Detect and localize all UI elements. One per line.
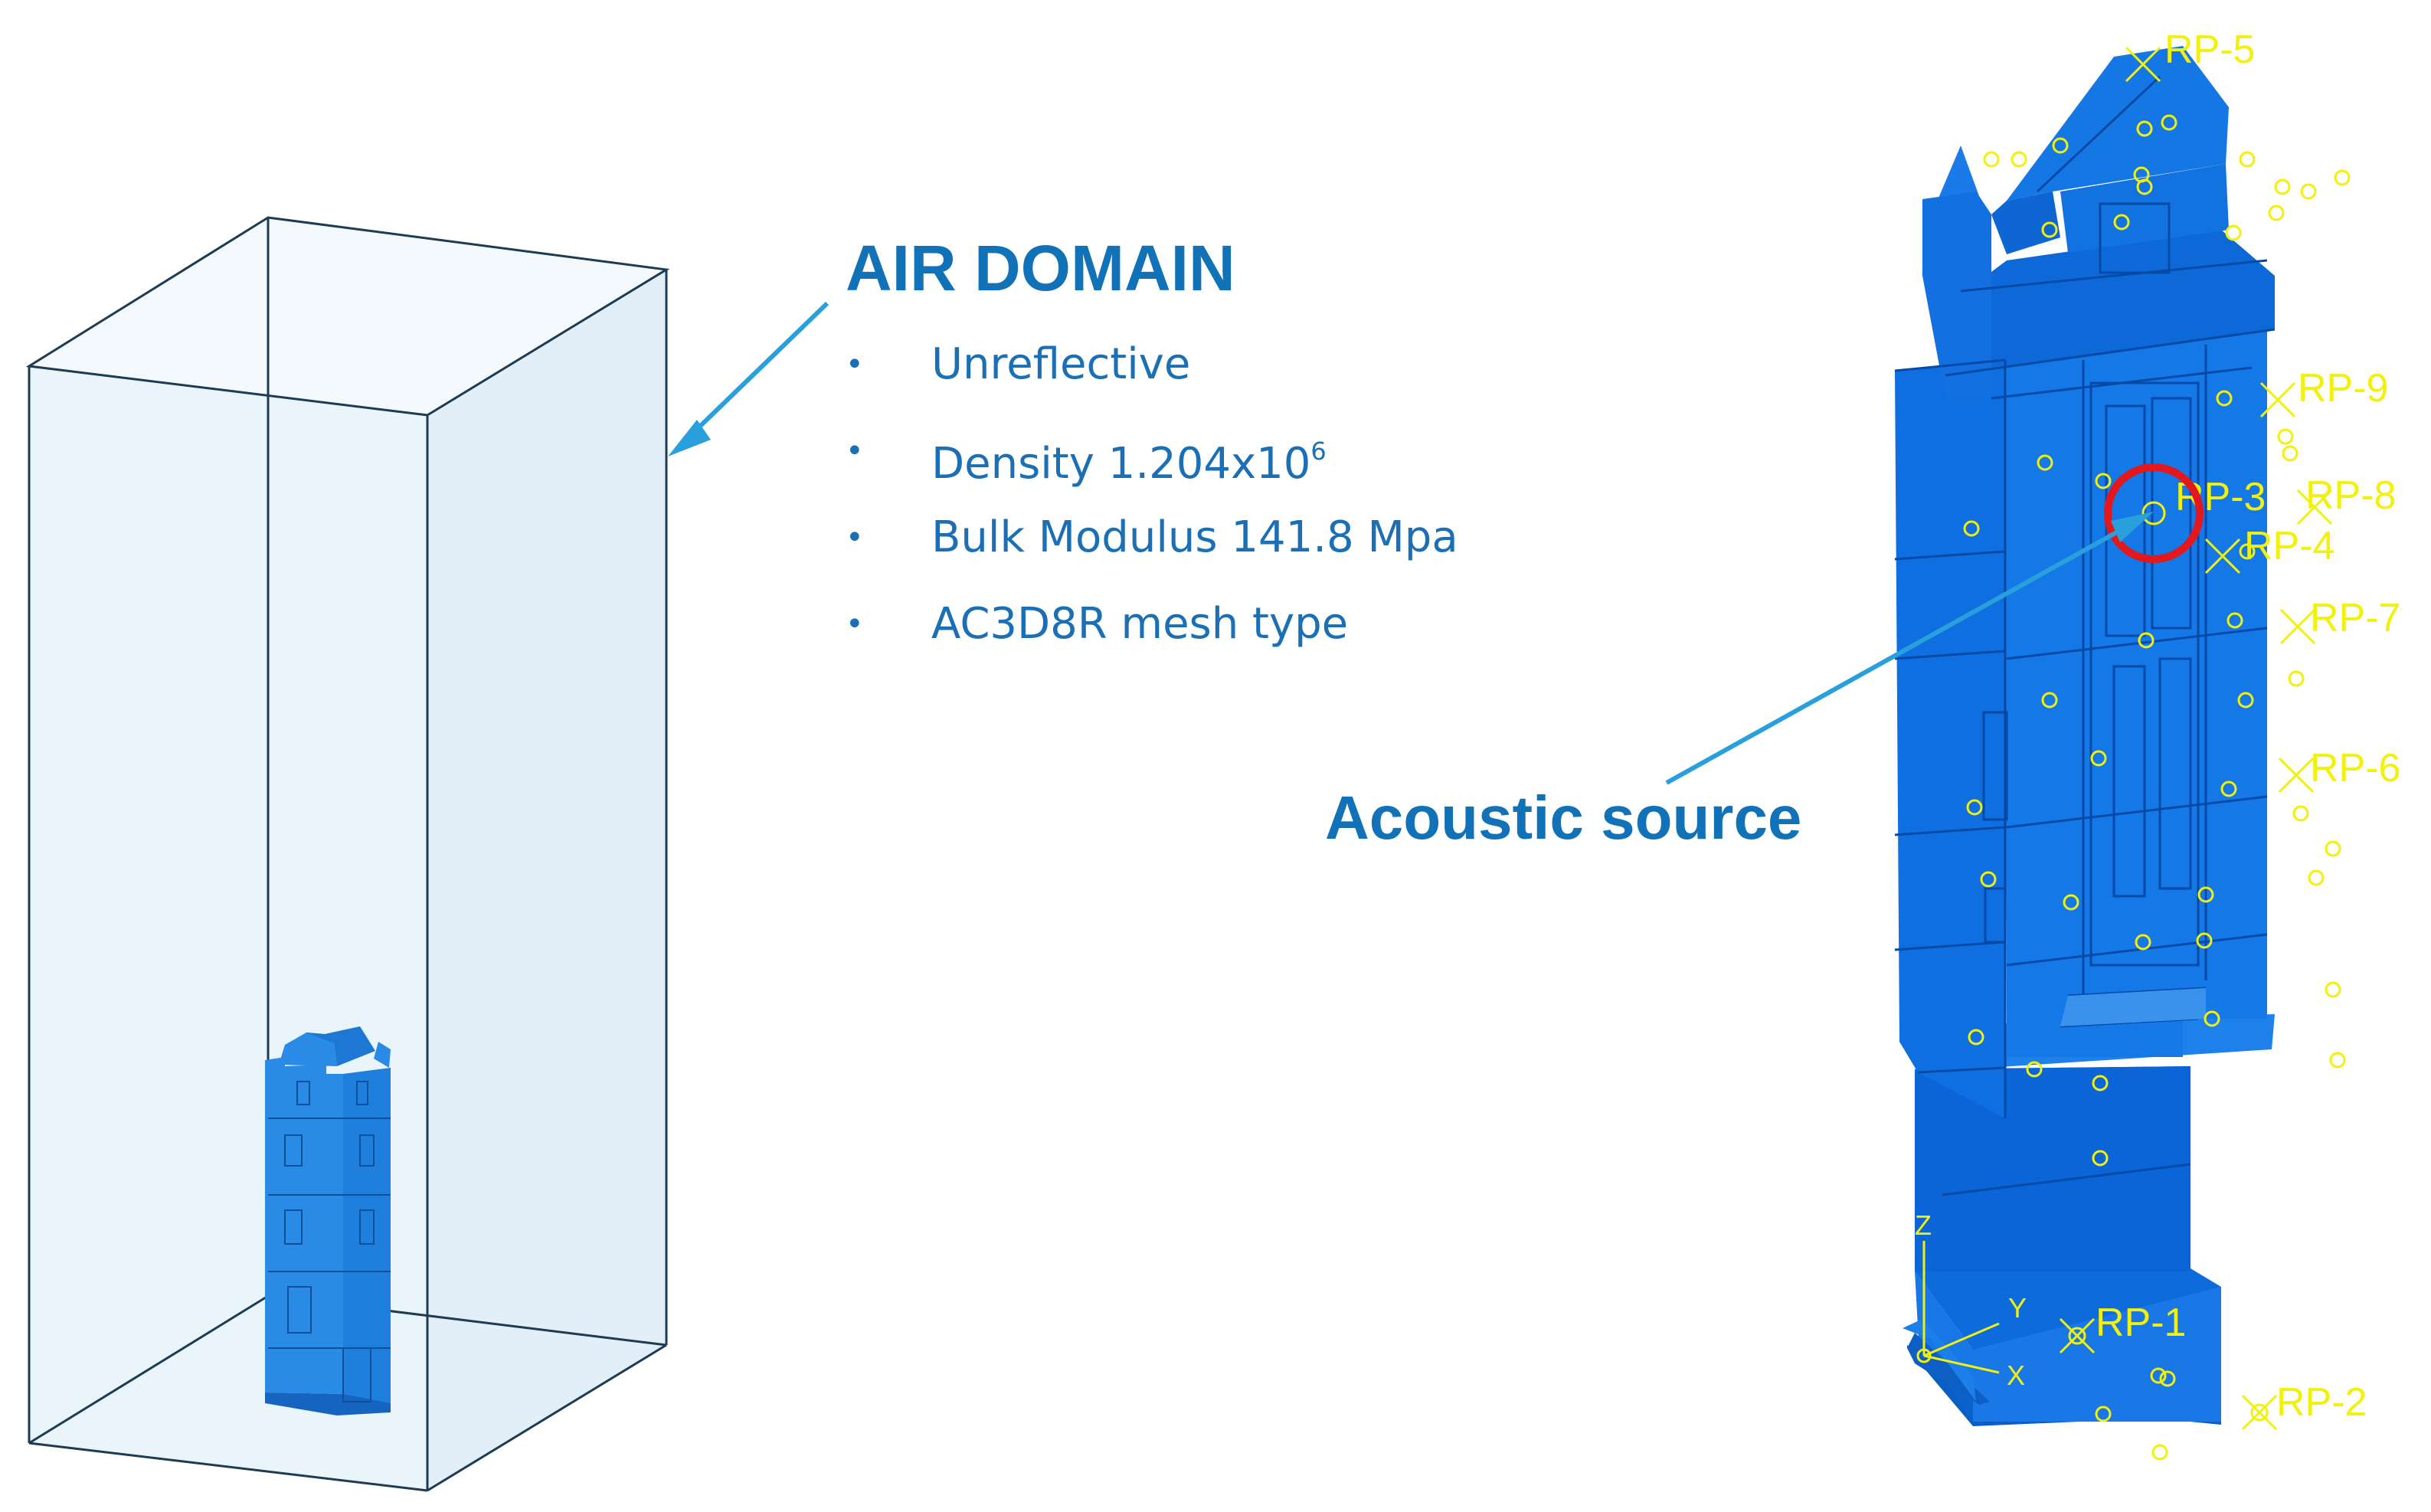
bullet-icon: • [846,434,864,469]
tower-model-detailed [1894,46,2351,1461]
property-item: • Density 1.204x106 [846,424,1458,510]
acoustic-source-label: Acoustic source [1325,784,1802,852]
air-domain-arrow [668,301,829,457]
acoustic-source-arrow [1665,512,2154,785]
property-item: • Unreflective [846,337,1458,424]
tower-model-small [265,1026,391,1415]
bullet-icon: • [846,520,864,555]
rp-1-label: RP-1 [2096,1301,2186,1345]
axis-z-label: Z [1915,1209,1932,1241]
property-text: Unreflective [931,339,1191,389]
rp-2-label: RP-2 [2276,1380,2367,1425]
axis-y-label: Y [2008,1292,2027,1324]
property-text: Bulk Modulus 141.8 Mpa [931,512,1458,562]
property-item: • Bulk Modulus 141.8 Mpa [846,510,1458,597]
rp-9-label: RP-9 [2298,366,2388,411]
rp-8-label: RP-8 [2305,473,2396,518]
air-domain-title: AIR DOMAIN [846,232,1235,304]
rp-5-label: RP-5 [2164,28,2255,72]
property-superscript: 6 [1310,437,1327,466]
axis-triad [1916,1241,2000,1374]
axis-x-label: X [2007,1360,2025,1391]
reference-point-labels: RP-5 RP-9 RP-3 RP-8 RP-4 RP-7 RP-6 RP-1 … [2096,28,2400,1425]
rp-4-label: RP-4 [2244,524,2334,568]
rp-7-label: RP-7 [2310,596,2400,640]
property-text: Density 1.204x10 [931,439,1311,489]
acoustic-source-marker [2104,463,2204,563]
air-domain-box [25,216,670,1492]
bullet-icon: • [846,607,864,642]
property-item: • AC3D8R mesh type [846,597,1458,683]
property-text: AC3D8R mesh type [931,599,1349,649]
rp-6-label: RP-6 [2310,746,2400,790]
bullet-icon: • [846,347,864,382]
air-domain-properties: • Unreflective • Density 1.204x106 • Bul… [846,337,1458,683]
reference-point-markers [2059,46,2333,1431]
